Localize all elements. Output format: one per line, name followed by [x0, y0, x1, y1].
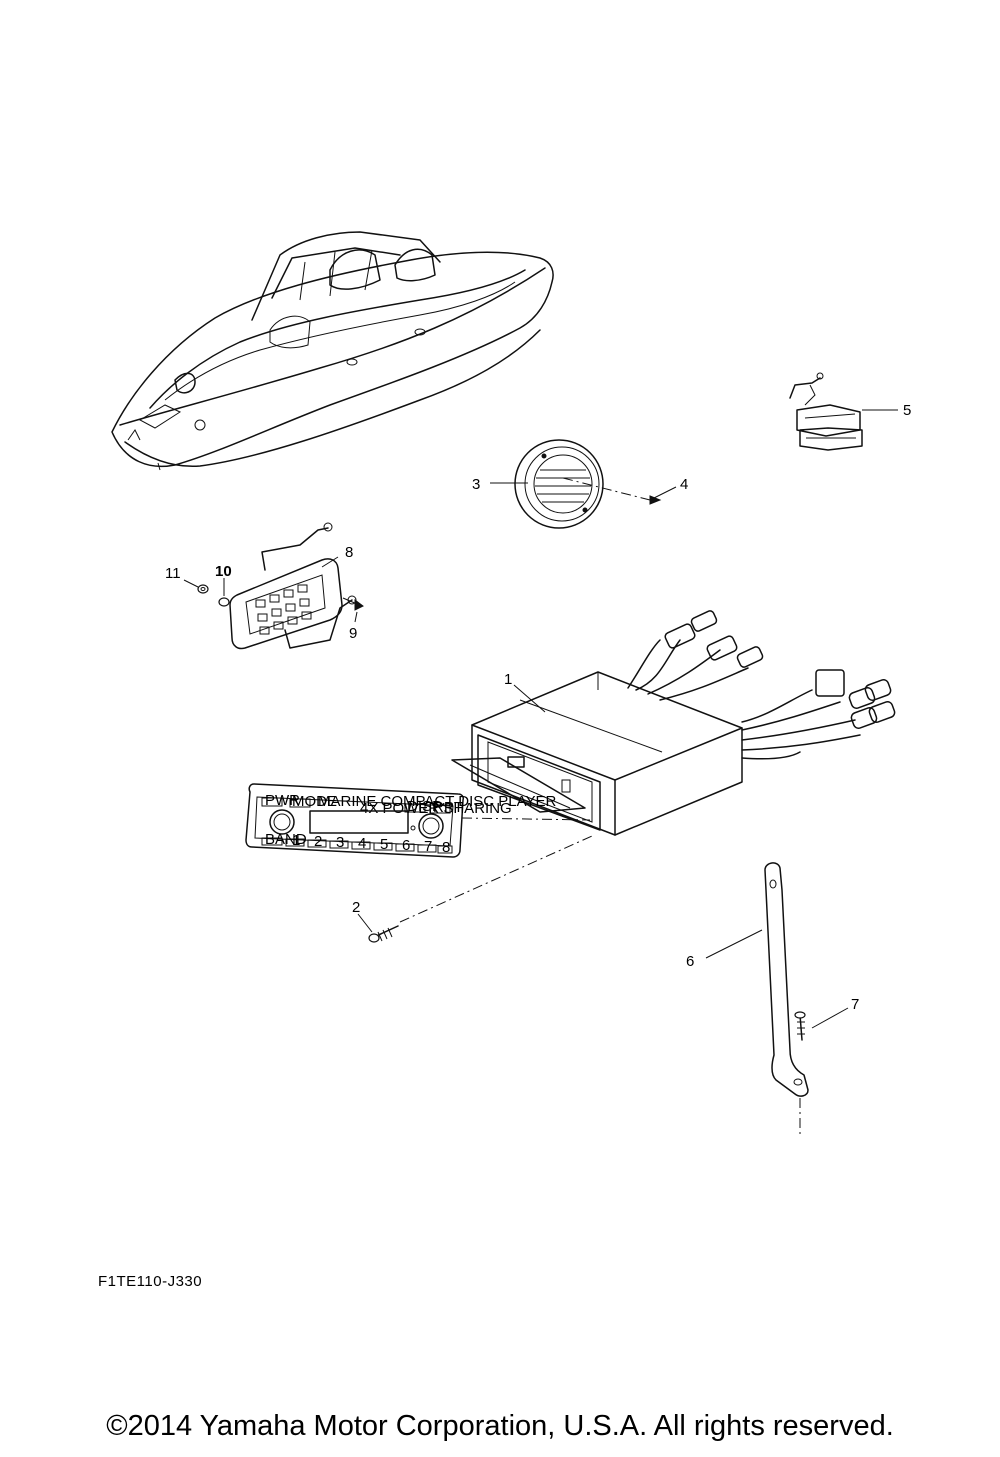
callout-8: 8 [345, 544, 353, 561]
callout-numbers: 1 2 3 4 5 6 7 8 9 10 11 [165, 402, 911, 1013]
faceplate-button-rpt [429, 804, 451, 814]
courtesy-light [789, 372, 863, 451]
faceplate-display [309, 810, 409, 834]
faceplate-button-mode [289, 798, 311, 808]
faceplate-label-2: 2 [314, 833, 322, 850]
mounting-bracket [764, 862, 809, 1097]
faceplate-label-4: 4 [358, 835, 366, 852]
faceplate-label-5: 5 [380, 836, 388, 853]
faceplate-label-3: 3 [336, 834, 344, 851]
stereo-faceplate: PWR MODE DISP RPT MARINE COMPACT DISC PL… [245, 783, 557, 858]
boat-illustration [111, 231, 554, 471]
alignment-line [399, 835, 593, 923]
faceplate-label-band: BAND [265, 831, 307, 848]
faceplate-label-6: 6 [402, 837, 410, 854]
speaker-grille [514, 439, 604, 529]
switch-panel-screw [342, 597, 364, 611]
callout-7: 7 [851, 996, 859, 1013]
nut [197, 584, 209, 594]
callout-10: 10 [215, 563, 232, 580]
callout-3: 3 [472, 476, 480, 493]
speaker-screw [562, 477, 662, 505]
tune-knob [418, 813, 444, 839]
washer [218, 597, 230, 607]
faceplate-title: MARINE COMPACT DISC PLAYER [318, 793, 557, 810]
faceplate-label-disp: DISP [407, 798, 442, 815]
faceplate-label-mode: MODE [292, 793, 337, 810]
mounting-screw [368, 925, 399, 943]
switch-panel [229, 522, 357, 650]
faceplate-button-disp [404, 803, 426, 813]
faceplate-label-1: 1 [292, 832, 300, 849]
callout-11: 11 [165, 565, 181, 582]
volume-knob [269, 809, 295, 835]
callout-2: 2 [352, 899, 360, 916]
alignment-line [461, 817, 591, 821]
callout-leaders [183, 409, 898, 1029]
faceplate-label-pwr: PWR [265, 792, 300, 809]
faceplate-subtitle: 4X POWER SHARING [360, 800, 512, 817]
faceplate-label-8: 8 [442, 839, 450, 856]
callout-4: 4 [680, 476, 688, 493]
copyright-notice: ©2014 Yamaha Motor Corporation, U.S.A. A… [106, 1410, 894, 1442]
bracket-screw [794, 1011, 806, 1041]
faceplate-label-rpt: RPT [433, 799, 463, 816]
callout-9: 9 [349, 625, 357, 642]
faceplate-label-7: 7 [424, 838, 432, 855]
stereo-head-unit [451, 610, 896, 836]
callout-5: 5 [903, 402, 911, 419]
catalog-code: F1TE110-J330 [98, 1273, 203, 1290]
callout-6: 6 [686, 953, 694, 970]
callout-1: 1 [504, 671, 512, 688]
faceplate-button-pwr [261, 797, 283, 807]
